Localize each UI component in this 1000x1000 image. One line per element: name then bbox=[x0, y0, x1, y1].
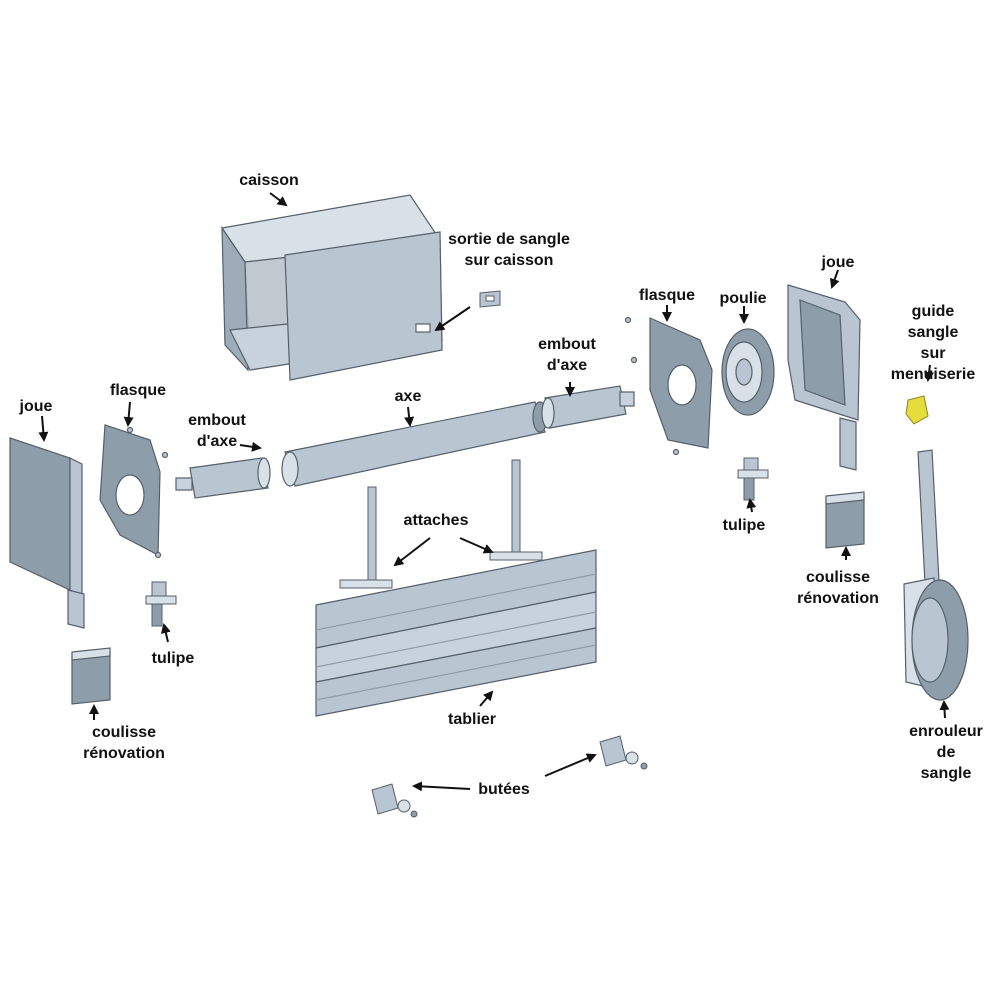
label-flasque-left: flasque bbox=[109, 382, 167, 399]
poulie-part bbox=[721, 328, 775, 416]
label-axe: axe bbox=[394, 388, 422, 405]
label-enrouleur: enrouleur de sangle bbox=[909, 723, 983, 782]
label-tablier: tablier bbox=[447, 711, 497, 728]
label-tulipe-right: tulipe bbox=[722, 517, 766, 534]
tulipe-right-part bbox=[737, 457, 769, 501]
coulisse-right-part bbox=[825, 491, 865, 549]
label-joue-left: joue bbox=[19, 398, 53, 415]
label-coulisse-left: coulisse rénovation bbox=[83, 724, 165, 762]
flasque-right-part bbox=[624, 316, 713, 456]
label-caisson: caisson bbox=[239, 172, 299, 189]
joue-right-part bbox=[787, 284, 861, 471]
enrouleur-part bbox=[903, 449, 969, 701]
sortie-sangle-part bbox=[479, 290, 501, 308]
coulisse-left-part bbox=[71, 647, 111, 705]
label-guide-sangle: guide sangle sur menuiserie bbox=[890, 303, 976, 383]
label-tulipe-left: tulipe bbox=[151, 650, 195, 667]
attaches-part bbox=[339, 459, 543, 589]
label-coulisse-right: coulisse rénovation bbox=[797, 569, 879, 607]
tulipe-left-part bbox=[145, 581, 177, 627]
flasque-left-part bbox=[99, 424, 169, 559]
label-butees: butées bbox=[478, 781, 530, 798]
butee-left-part bbox=[371, 783, 418, 818]
butee-right-part bbox=[599, 735, 648, 770]
caisson-part bbox=[220, 194, 444, 381]
tablier-part bbox=[315, 549, 597, 717]
label-embout-left: embout d'axe bbox=[188, 412, 246, 450]
guide-sangle-part bbox=[905, 395, 929, 425]
axe-part bbox=[281, 401, 548, 487]
embout-left-part bbox=[175, 457, 271, 499]
label-sortie-sangle: sortie de sangle sur caisson bbox=[448, 231, 570, 269]
label-poulie: poulie bbox=[719, 290, 767, 307]
label-flasque-right: flasque bbox=[638, 287, 696, 304]
embout-right-part bbox=[541, 385, 635, 429]
label-embout-right: embout d'axe bbox=[538, 336, 596, 374]
label-joue-right: joue bbox=[821, 254, 855, 271]
leader-arrows bbox=[38, 192, 950, 792]
label-attaches: attaches bbox=[403, 512, 469, 529]
joue-left-part bbox=[9, 437, 85, 629]
